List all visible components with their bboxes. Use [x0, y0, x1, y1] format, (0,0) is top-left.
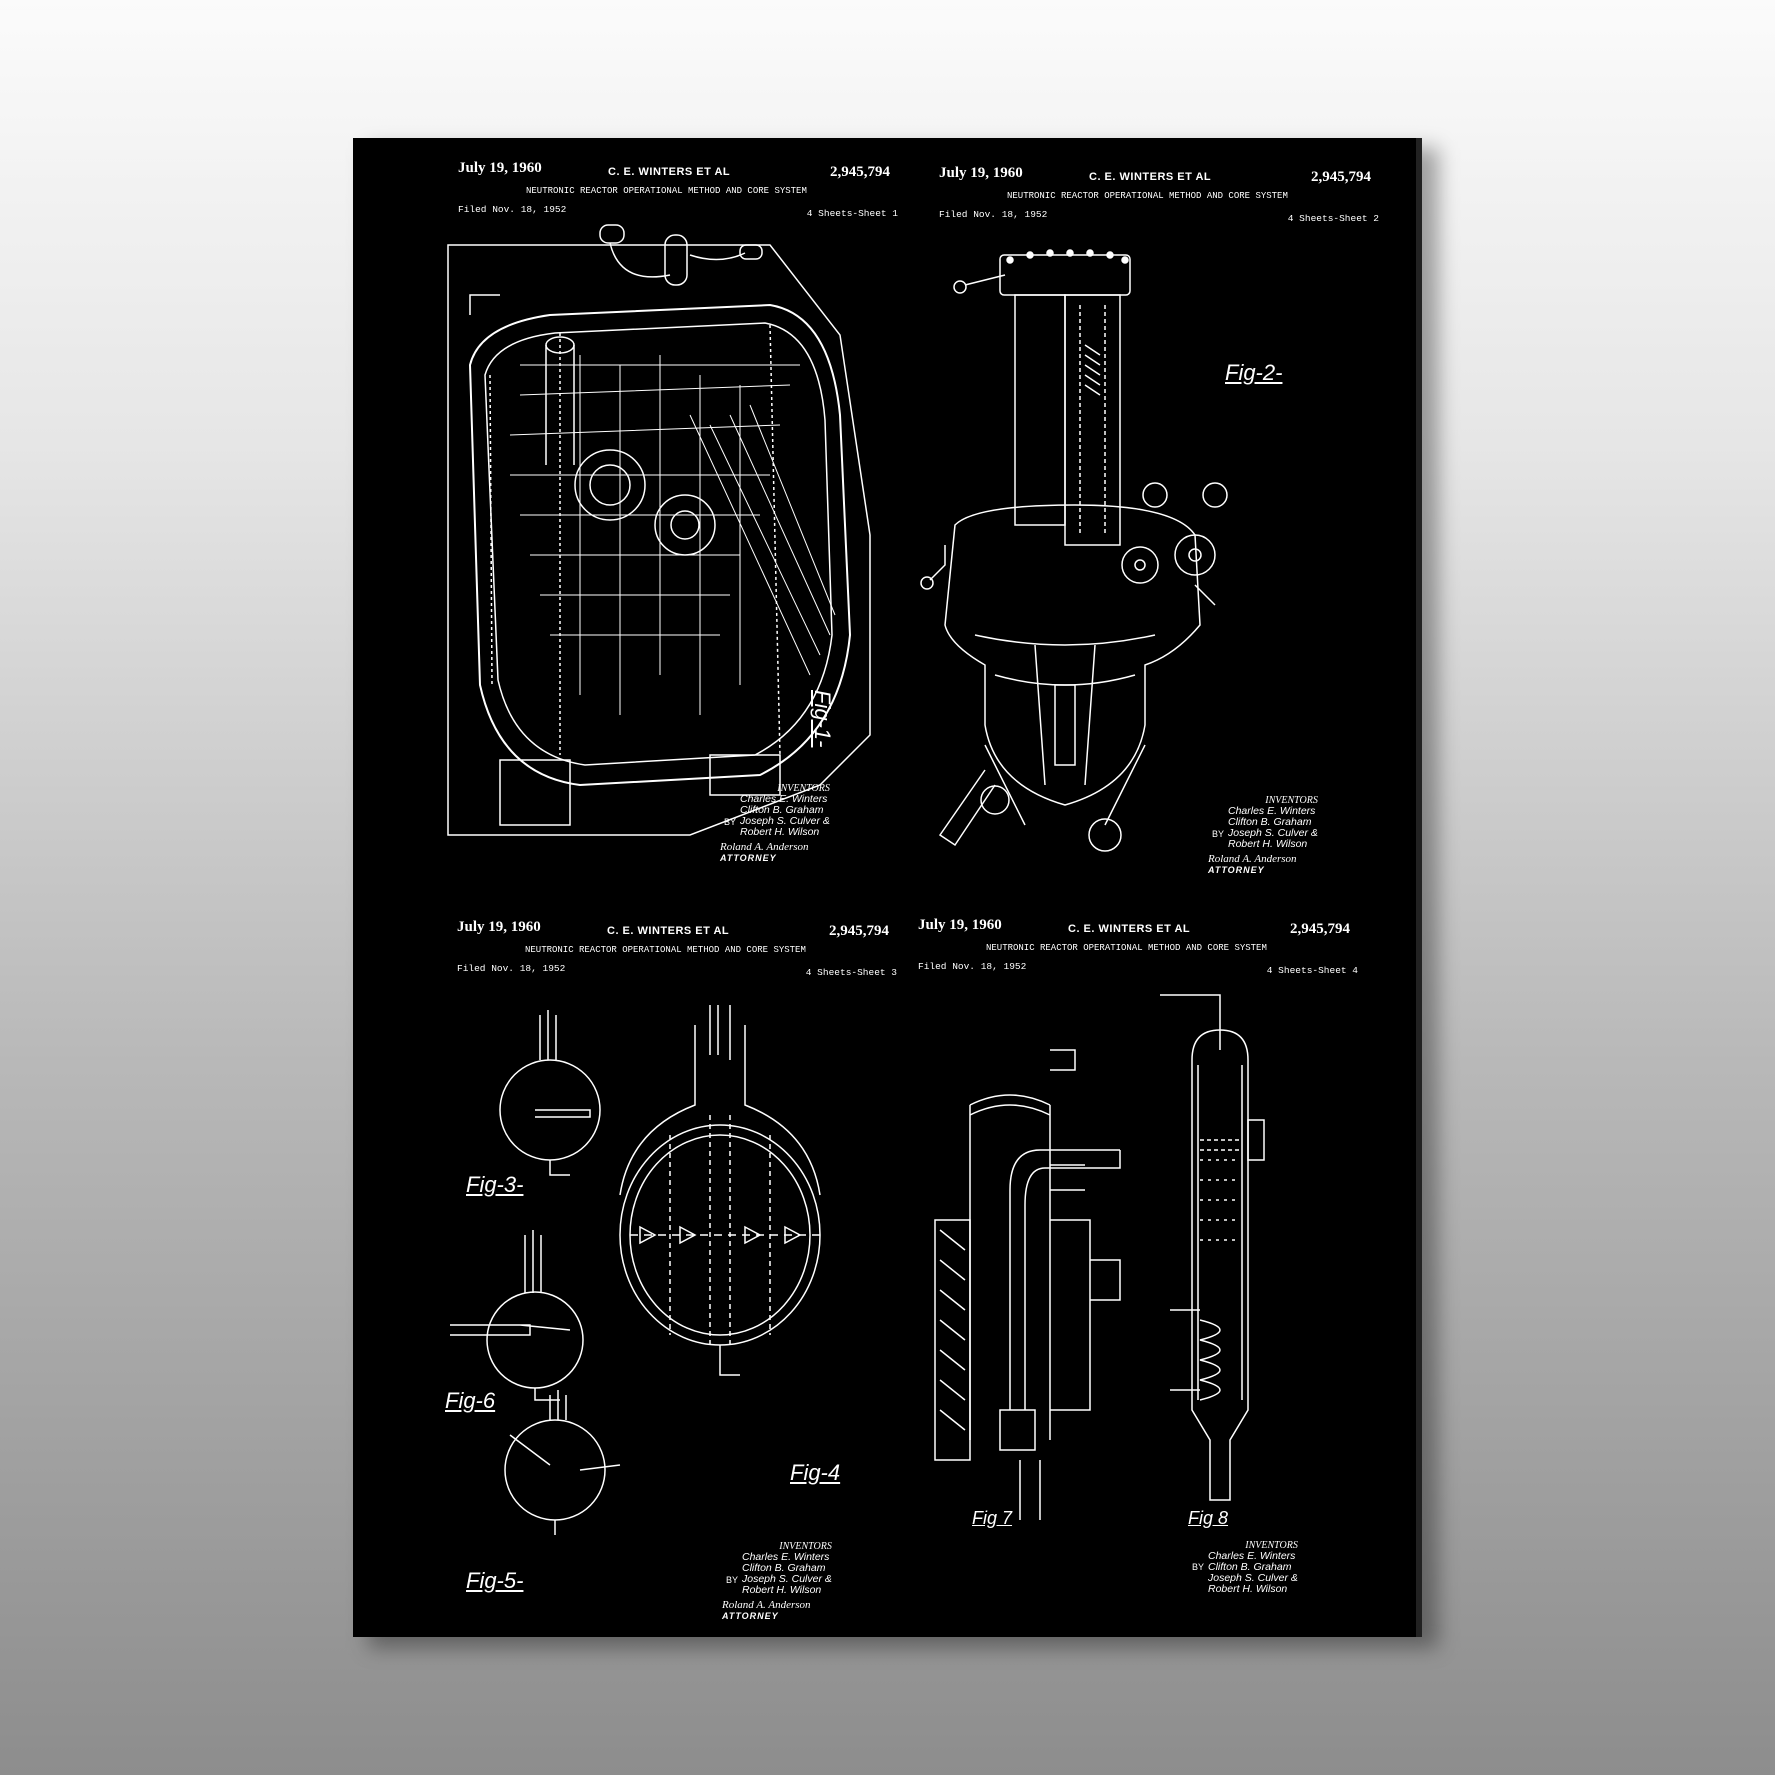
sheet-count: 4 Sheets-Sheet 3: [805, 967, 897, 978]
patent-title: NEUTRONIC REACTOR OPERATIONAL METHOD AND…: [986, 943, 1267, 953]
figure-label-5: Fig-5-: [466, 1568, 524, 1593]
sheet-3: July 19, 1960 C. E. WINTERS ET AL 2,945,…: [457, 919, 897, 989]
figure-label-2: Fig-2-: [1225, 360, 1283, 385]
patent-date: July 19, 1960: [939, 165, 1023, 181]
inventor-2: Clifton B. Graham: [1208, 1561, 1292, 1573]
sheet-4: July 19, 1960 C. E. WINTERS ET AL 2,945,…: [918, 917, 1358, 987]
patent-date: July 19, 1960: [457, 919, 541, 935]
sheet-header: July 19, 1960 C. E. WINTERS ET AL 2,945,…: [918, 917, 1358, 987]
inventor-3: Joseph S. Culver &: [1228, 827, 1318, 839]
fig-1-drawing: [440, 215, 880, 845]
sheet-count: 4 Sheets-Sheet 2: [1287, 213, 1379, 224]
inventor-1: Charles E. Winters: [742, 1551, 830, 1563]
inventor-4: Robert H. Wilson: [740, 826, 820, 838]
inventors-heading: INVENTORS: [1245, 1540, 1298, 1551]
inventor-3: Joseph S. Culver &: [742, 1573, 832, 1585]
by-label: BY: [724, 817, 737, 827]
inventor-2: Clifton B. Graham: [742, 1562, 826, 1574]
inventor-1: Charles E. Winters: [1208, 1550, 1296, 1562]
sheet-header: July 19, 1960 C. E. WINTERS ET AL 2,945,…: [458, 160, 898, 230]
inventors-block: INVENTORS Charles E. Winters Clifton B. …: [722, 1541, 832, 1622]
patent-number: 2,945,794: [830, 164, 890, 180]
patent-title: NEUTRONIC REACTOR OPERATIONAL METHOD AND…: [525, 945, 806, 955]
figure-label-7: Fig 7: [972, 1508, 1013, 1528]
inventor-1: Charles E. Winters: [740, 793, 828, 805]
inventor-2: Clifton B. Graham: [1228, 816, 1312, 828]
attorney-signature: Roland A. Anderson: [720, 841, 809, 853]
attorney-signature: Roland A. Anderson: [1208, 853, 1297, 865]
figure-label-4: Fig-4: [790, 1460, 841, 1485]
inventor-name: C. E. WINTERS ET AL: [1068, 923, 1191, 935]
sheet-1: July 19, 1960 C. E. WINTERS ET AL 2,945,…: [458, 160, 898, 230]
inventors-block: INVENTORS Charles E. Winters Clifton B. …: [1192, 1540, 1298, 1595]
patent-number: 2,945,794: [829, 923, 889, 939]
inventor-name: C. E. WINTERS ET AL: [608, 166, 731, 178]
attorney-label: ATTORNEY: [1208, 865, 1265, 875]
inventors-block: INVENTORS Charles E. Winters Clifton B. …: [1208, 795, 1318, 876]
filed-date: Filed Nov. 18, 1952: [457, 963, 566, 974]
sheet-header: July 19, 1960 C. E. WINTERS ET AL 2,945,…: [457, 919, 897, 989]
attorney-label: ATTORNEY: [722, 1611, 779, 1621]
figure-label-1: Fig-1-: [810, 690, 835, 748]
fig-2-drawing: [915, 225, 1235, 875]
inventor-3: Joseph S. Culver &: [740, 815, 830, 827]
patent-number: 2,945,794: [1290, 921, 1350, 937]
canvas-edge: [1416, 138, 1422, 1637]
patent-title: NEUTRONIC REACTOR OPERATIONAL METHOD AND…: [526, 186, 807, 196]
inventor-4: Robert H. Wilson: [742, 1584, 822, 1596]
filed-date: Filed Nov. 18, 1952: [939, 209, 1048, 220]
filed-date: Filed Nov. 18, 1952: [918, 961, 1027, 972]
sheet-count: 4 Sheets-Sheet 1: [806, 208, 898, 219]
patent-date: July 19, 1960: [918, 917, 1002, 933]
inventors-heading: INVENTORS: [1265, 795, 1318, 806]
inventor-name: C. E. WINTERS ET AL: [1089, 171, 1212, 183]
inventors-block: INVENTORS Charles E. Winters Clifton B. …: [720, 783, 830, 864]
figs-7-8-drawing: [930, 990, 1290, 1520]
inventor-name: C. E. WINTERS ET AL: [607, 925, 730, 937]
filed-date: Filed Nov. 18, 1952: [458, 204, 567, 215]
by-label: BY: [1212, 829, 1225, 839]
sheet-header: July 19, 1960 C. E. WINTERS ET AL 2,945,…: [939, 165, 1379, 235]
figure-label-6: Fig-6: [445, 1388, 496, 1413]
patent-number: 2,945,794: [1311, 169, 1371, 185]
inventors-heading: INVENTORS: [777, 783, 830, 794]
inventor-1: Charles E. Winters: [1228, 805, 1316, 817]
by-label: BY: [1192, 1562, 1205, 1572]
figure-label-8: Fig 8: [1188, 1508, 1229, 1528]
by-label: BY: [726, 1575, 739, 1585]
inventor-4: Robert H. Wilson: [1228, 838, 1308, 850]
attorney-signature: Roland A. Anderson: [722, 1599, 811, 1611]
sheet-2: July 19, 1960 C. E. WINTERS ET AL 2,945,…: [939, 165, 1379, 235]
inventors-heading: INVENTORS: [779, 1541, 832, 1552]
patent-title: NEUTRONIC REACTOR OPERATIONAL METHOD AND…: [1007, 191, 1288, 201]
inventor-4: Robert H. Wilson: [1208, 1583, 1288, 1595]
attorney-label: ATTORNEY: [720, 853, 777, 863]
figure-label-3: Fig-3-: [466, 1172, 524, 1197]
patent-date: July 19, 1960: [458, 160, 542, 176]
inventor-3: Joseph S. Culver &: [1208, 1572, 1298, 1584]
figs-3-6-drawing: [440, 995, 880, 1535]
sheet-count: 4 Sheets-Sheet 4: [1266, 965, 1358, 976]
inventor-2: Clifton B. Graham: [740, 804, 824, 816]
